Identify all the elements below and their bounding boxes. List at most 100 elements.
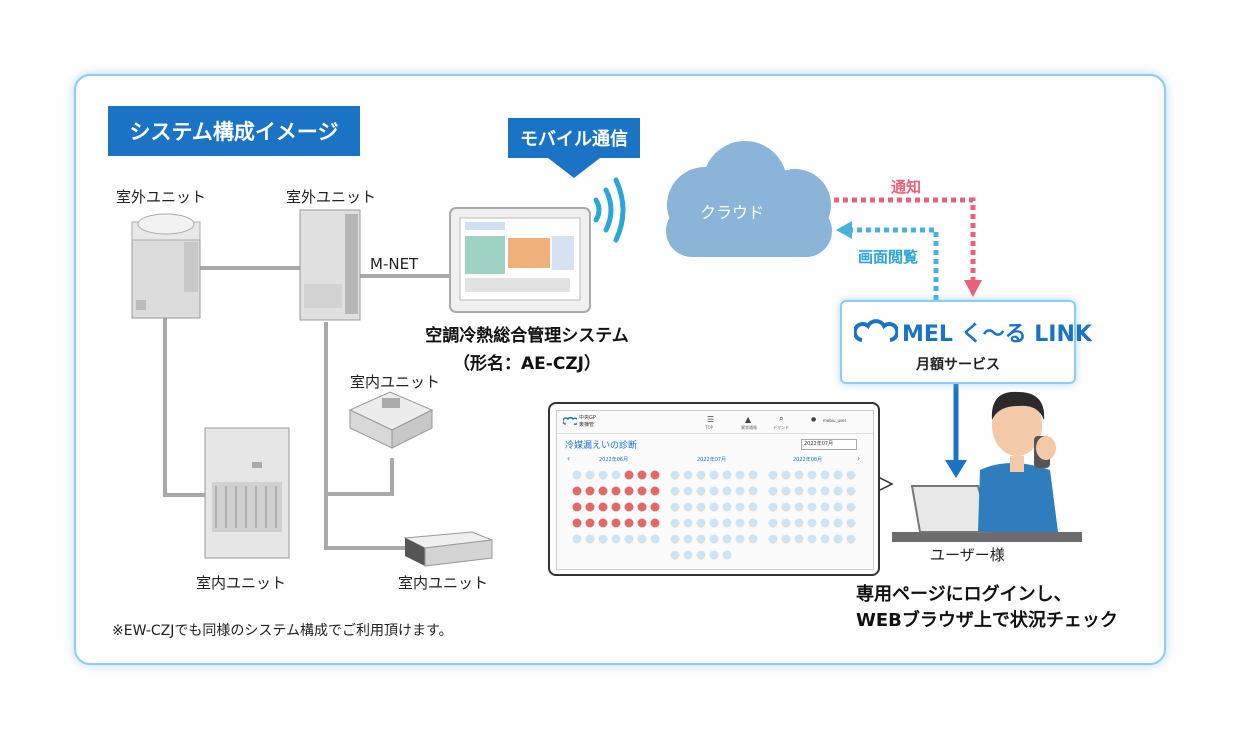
search-icon[interactable]: ⌕ (779, 414, 784, 423)
calendar-day (624, 486, 634, 496)
calendar-dots (572, 470, 856, 560)
calendar-day (696, 502, 706, 512)
calendar-day (637, 486, 647, 496)
m-net-label: M-NET (370, 255, 419, 273)
outdoor-unit-1-label: 室外ユニット (116, 188, 207, 206)
calendar-day (624, 470, 634, 480)
view-arrowhead (836, 221, 852, 239)
calendar-day (598, 470, 608, 480)
calendar-day (611, 534, 621, 544)
screen-logo-line1: 中央GP (579, 415, 596, 421)
calendar-day (820, 470, 830, 480)
prev-month-icon[interactable]: ‹ (567, 454, 571, 463)
calendar-day (709, 486, 719, 496)
calendar-day (833, 502, 843, 512)
calendar-day (637, 534, 647, 544)
notify-arrowhead (964, 280, 982, 297)
user-illustration (892, 391, 1082, 542)
calendar-day (572, 518, 582, 528)
calendar-day (748, 502, 758, 512)
calendar-day (820, 502, 830, 512)
calendar-day (683, 486, 693, 496)
cta-line-1: 専用ページにログインし、 (856, 584, 1072, 605)
calendar-day (768, 486, 778, 496)
user-icon[interactable]: ● (811, 416, 817, 423)
calendar-day (768, 470, 778, 480)
user-name: mebiu_user (823, 418, 847, 423)
calendar-day (637, 502, 647, 512)
screen-content: 中央GP 東棟管 ☰ TOP ▲ 異常通報 ⌕ デマンド ● mebiu_use… (556, 410, 874, 570)
calendar-day (722, 550, 732, 560)
user-label: ユーザー様 (930, 546, 1005, 564)
menu-icon[interactable]: ☰ (707, 415, 715, 424)
calendar-day (683, 470, 693, 480)
calendar-day (794, 470, 804, 480)
calendar-day (820, 486, 830, 496)
cloud-shape (666, 141, 832, 257)
indoor-floor-label: 室内ユニット (196, 574, 287, 592)
calendar-day (781, 518, 791, 528)
calendar-day (807, 470, 817, 480)
calendar-day (670, 518, 680, 528)
calendar-day (833, 534, 843, 544)
calendar-day (807, 534, 817, 544)
calendar-day (670, 550, 680, 560)
calendar-day (794, 502, 804, 512)
nav-top[interactable]: TOP (705, 425, 714, 430)
calendar-day (696, 534, 706, 544)
calendar-day (846, 534, 856, 544)
calendar-day (768, 502, 778, 512)
calendar-day (572, 534, 582, 544)
calendar-day (807, 518, 817, 528)
calendar-day (709, 518, 719, 528)
service-box: MEL く～る LINK 月額サービス (840, 300, 1092, 384)
calendar-day (683, 534, 693, 544)
calendar-day (722, 518, 732, 528)
calendar-day (683, 502, 693, 512)
calendar-day (611, 502, 621, 512)
indoor-floor-unit-image (204, 427, 290, 559)
calendar-day (585, 534, 595, 544)
cloud-label: クラウド (700, 203, 765, 222)
service-subtitle: 月額サービス (916, 357, 1000, 373)
calendar-day (807, 486, 817, 496)
calendar-day (624, 502, 634, 512)
calendar-day (794, 518, 804, 528)
calendar-day (611, 518, 621, 528)
calendar-day (650, 502, 660, 512)
calendar-day (781, 534, 791, 544)
month-label-3: 2022年08月 (793, 457, 823, 463)
alert-icon[interactable]: ▲ (745, 415, 752, 424)
cta-line-2: WEBブラウザ上で状況チェック (856, 610, 1118, 631)
calendar-day (709, 550, 719, 560)
notify-label: 通知 (891, 178, 922, 196)
calendar-day (572, 486, 582, 496)
calendar-day (722, 470, 732, 480)
view-label: 画面閲覧 (858, 248, 919, 266)
calendar-day (598, 502, 608, 512)
controller-device-image (449, 207, 591, 313)
calendar-day (611, 470, 621, 480)
diagram-title: システム構成イメージ (108, 106, 360, 156)
calendar-day (637, 470, 647, 480)
nav-demand[interactable]: デマンド (773, 425, 789, 430)
calendar-day (846, 470, 856, 480)
calendar-day (846, 518, 856, 528)
calendar-day (683, 550, 693, 560)
calendar-day (696, 550, 706, 560)
calendar-day (748, 486, 758, 496)
mobile-label-pointer (548, 158, 600, 178)
calendar-day (650, 534, 660, 544)
calendar-day (637, 518, 647, 528)
controller-name: 空調冷熱総合管理システム (425, 326, 629, 346)
calendar-day (624, 518, 634, 528)
calendar-day (670, 534, 680, 544)
calendar-day (709, 502, 719, 512)
nav-alert[interactable]: 異常通報 (741, 425, 757, 430)
next-month-icon[interactable]: › (857, 454, 861, 463)
screen-header-divider (557, 433, 873, 434)
calendar-day (781, 486, 791, 496)
month-select[interactable]: 2022年07月 (801, 439, 857, 450)
calendar-day (735, 534, 745, 544)
calendar-day (670, 486, 680, 496)
